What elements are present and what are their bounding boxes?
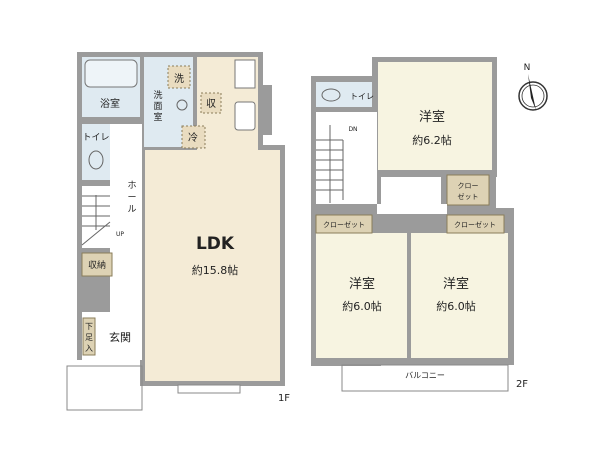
hall-label-3: ル [127,205,136,215]
closet-a [446,174,490,206]
shoe-cabinet-label-2: 足 [85,333,93,342]
balcony-label: バルコニー [405,371,445,380]
room-b [316,233,407,358]
room-c-size-label: 約6.0帖 [436,299,476,313]
toilet-2f [316,82,372,107]
stairs-2f [316,112,377,204]
kitchen-storage [200,92,222,114]
floor-2: トイレ DN 洋室 約6.2帖 クロー ゼット クローゼット 洋室 約6.0帖 … [311,57,528,392]
room-c [411,233,508,358]
hall-label-2: ー [127,193,136,203]
bathtub-icon [84,59,138,88]
stairs-up-label: UP [116,231,124,238]
washroom-label-1: 洗 [153,89,162,101]
stove-icon [234,59,256,89]
closet-c [446,214,505,234]
room-a [378,62,492,170]
toilet-1f-label: トイレ [82,133,109,143]
corridor-2f [377,204,447,214]
storage-1f-label: 収納 [88,259,106,271]
washing-machine-label: 洗 [174,73,184,85]
closet-a-label-2: ゼット [458,192,479,201]
floor-1: 浴室 洗 洗 面 室 収 冷 トイレ ホ ー ル UP 収納 玄関 [66,52,290,411]
storage-1f [81,252,113,277]
shoe-cabinet-label-3: 入 [85,344,93,353]
kitchen-sink-icon [234,101,256,131]
fridge-label: 冷 [188,131,198,144]
shoe-cabinet [82,317,96,356]
balcony [341,364,509,392]
ldk [145,150,280,381]
ldk-label: LDK [196,234,235,254]
kitchen-storage-label: 収 [206,98,216,110]
toilet-icon [88,150,104,170]
closet-b [315,214,373,234]
toilet-2f-icon [321,88,341,102]
bath-label: 浴室 [100,97,120,110]
washroom-label-2: 面 [153,101,162,112]
stairs-1f-icon [81,195,111,246]
porch [66,365,143,411]
room-c-label: 洋室 [443,276,469,292]
closet-b-label: クローゼット [323,220,365,229]
closet-c-label: クローゼット [454,220,496,229]
closet-a-label-1: クロー [458,182,479,190]
room-b-label: 洋室 [349,276,375,292]
floor-1-label: 1F [278,393,290,404]
hall-label-1: ホ [127,180,136,191]
room-a-label: 洋室 [419,109,445,125]
entrance-label: 玄関 [109,330,131,344]
stairs-down-label: DN [348,126,357,133]
stairs-2f-icon [316,125,344,203]
ldk-window [177,384,241,394]
washing-machine-spot [167,65,191,89]
fridge-spot [181,125,206,149]
floor-2-label: 2F [516,379,528,390]
sink-icon [176,99,188,111]
wall-1f-bay [258,85,272,135]
ldk-size-label: 約15.8帖 [192,263,239,277]
room-a-size-label: 約6.2帖 [412,133,452,147]
compass-icon: N [518,63,548,111]
shoe-cabinet-label-1: 下 [85,322,93,331]
washroom-label-3: 室 [153,111,162,123]
toilet-1f [82,124,110,180]
compass-north-label: N [524,63,531,73]
room-b-size-label: 約6.0帖 [342,299,382,313]
toilet-2f-label: トイレ [350,92,374,101]
